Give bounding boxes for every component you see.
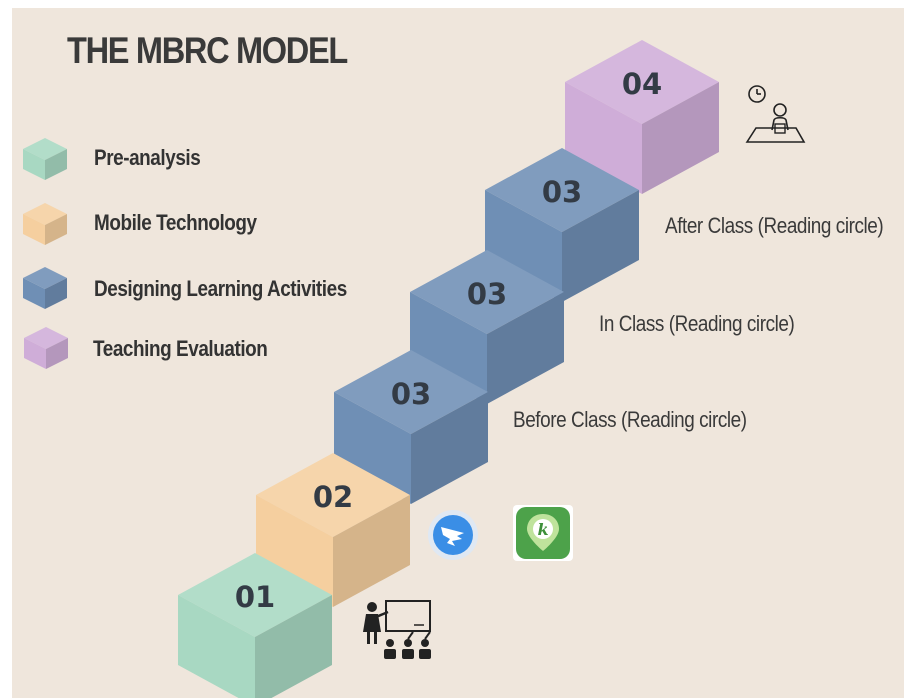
legend-cube-teaching-evaluation bbox=[24, 327, 68, 369]
step-number-6: 04 bbox=[622, 67, 662, 101]
step-cube-1 bbox=[178, 553, 332, 698]
cube-left-face bbox=[23, 278, 45, 309]
cube-right-face bbox=[562, 190, 639, 302]
cube-left-face bbox=[178, 595, 255, 698]
step-cube-3 bbox=[334, 350, 488, 504]
cube-right-face bbox=[45, 149, 67, 180]
legend-label-designing-learning-activities: Designing Learning Activities bbox=[94, 276, 347, 301]
cube-right-face bbox=[45, 214, 67, 245]
exam-clock-icon bbox=[745, 85, 806, 143]
cube-left-face bbox=[24, 338, 46, 369]
legend-cube-designing-learning-activities bbox=[23, 267, 67, 309]
cube-left-face bbox=[334, 392, 411, 504]
step-number-3: 03 bbox=[391, 377, 431, 411]
page-title: THE MBRC MODEL bbox=[67, 30, 348, 71]
phase-label-in-class: In Class (Reading circle) bbox=[599, 311, 795, 336]
teacher-classroom-icon bbox=[363, 600, 431, 659]
step-cube-4 bbox=[410, 250, 564, 404]
step-number-1: 01 bbox=[235, 580, 275, 614]
legend-cube-mobile-technology bbox=[23, 203, 67, 245]
cube-left-face bbox=[23, 214, 45, 245]
cube-left-face bbox=[485, 190, 562, 302]
cube-left-face bbox=[256, 495, 333, 607]
cube-right-face bbox=[487, 292, 564, 404]
legend-label-mobile-technology: Mobile Technology bbox=[94, 210, 257, 235]
step-number-4: 03 bbox=[467, 277, 507, 311]
step-number-5: 03 bbox=[542, 175, 582, 209]
cube-right-face bbox=[255, 595, 332, 698]
step-cube-2 bbox=[256, 453, 410, 607]
cube-left-face bbox=[410, 292, 487, 404]
legend-label-teaching-evaluation: Teaching Evaluation bbox=[93, 336, 268, 361]
cube-right-face bbox=[642, 82, 719, 194]
cube-right-face bbox=[411, 392, 488, 504]
svg-text:k: k bbox=[537, 520, 548, 539]
step-cube-5 bbox=[485, 148, 639, 302]
cube-right-face bbox=[45, 278, 67, 309]
cube-right-face bbox=[46, 338, 68, 369]
cube-right-face bbox=[333, 495, 410, 607]
phase-label-before-class: Before Class (Reading circle) bbox=[513, 407, 747, 432]
step-cube-6 bbox=[565, 40, 719, 194]
dingtalk-app-icon bbox=[428, 510, 478, 560]
phase-label-after-class: After Class (Reading circle) bbox=[665, 213, 884, 238]
cube-left-face bbox=[565, 82, 642, 194]
k-app-icon: k bbox=[513, 505, 573, 561]
legend-cube-pre-analysis bbox=[23, 138, 67, 180]
cube-left-face bbox=[23, 149, 45, 180]
step-number-2: 02 bbox=[313, 480, 353, 514]
legend-label-pre-analysis: Pre-analysis bbox=[94, 145, 201, 170]
